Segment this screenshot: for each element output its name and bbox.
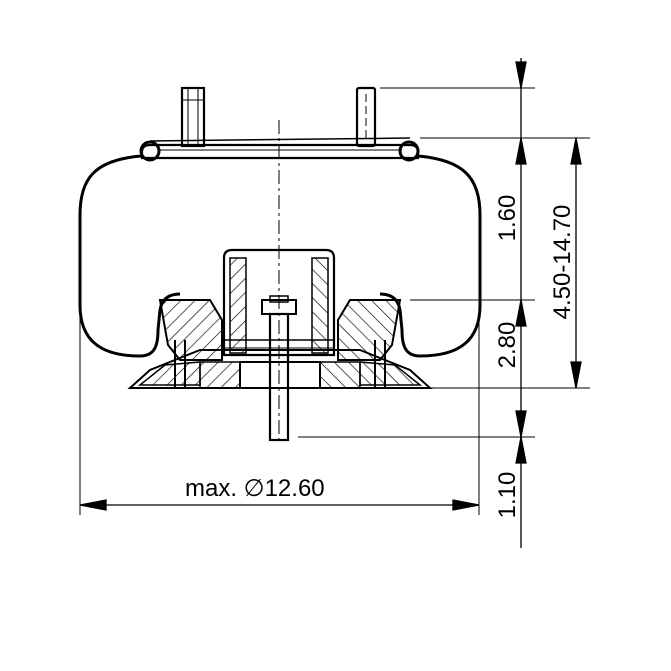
dim-middle-label: 2.80 (494, 322, 521, 369)
top-studs (180, 86, 377, 148)
piston (127, 299, 433, 389)
center-bolt (261, 295, 297, 442)
bellow (78, 154, 482, 358)
top-plate (139, 137, 420, 162)
bumper (222, 248, 336, 357)
dim-top-label: 1.60 (494, 195, 521, 242)
diameter-label: max. ∅12.60 (185, 475, 325, 502)
extension-lines (79, 87, 590, 515)
dim-total-label: 4.50-14.70 (549, 205, 576, 320)
dimension-lines (79, 58, 582, 548)
dim-bottom-label: 1.10 (494, 472, 521, 519)
